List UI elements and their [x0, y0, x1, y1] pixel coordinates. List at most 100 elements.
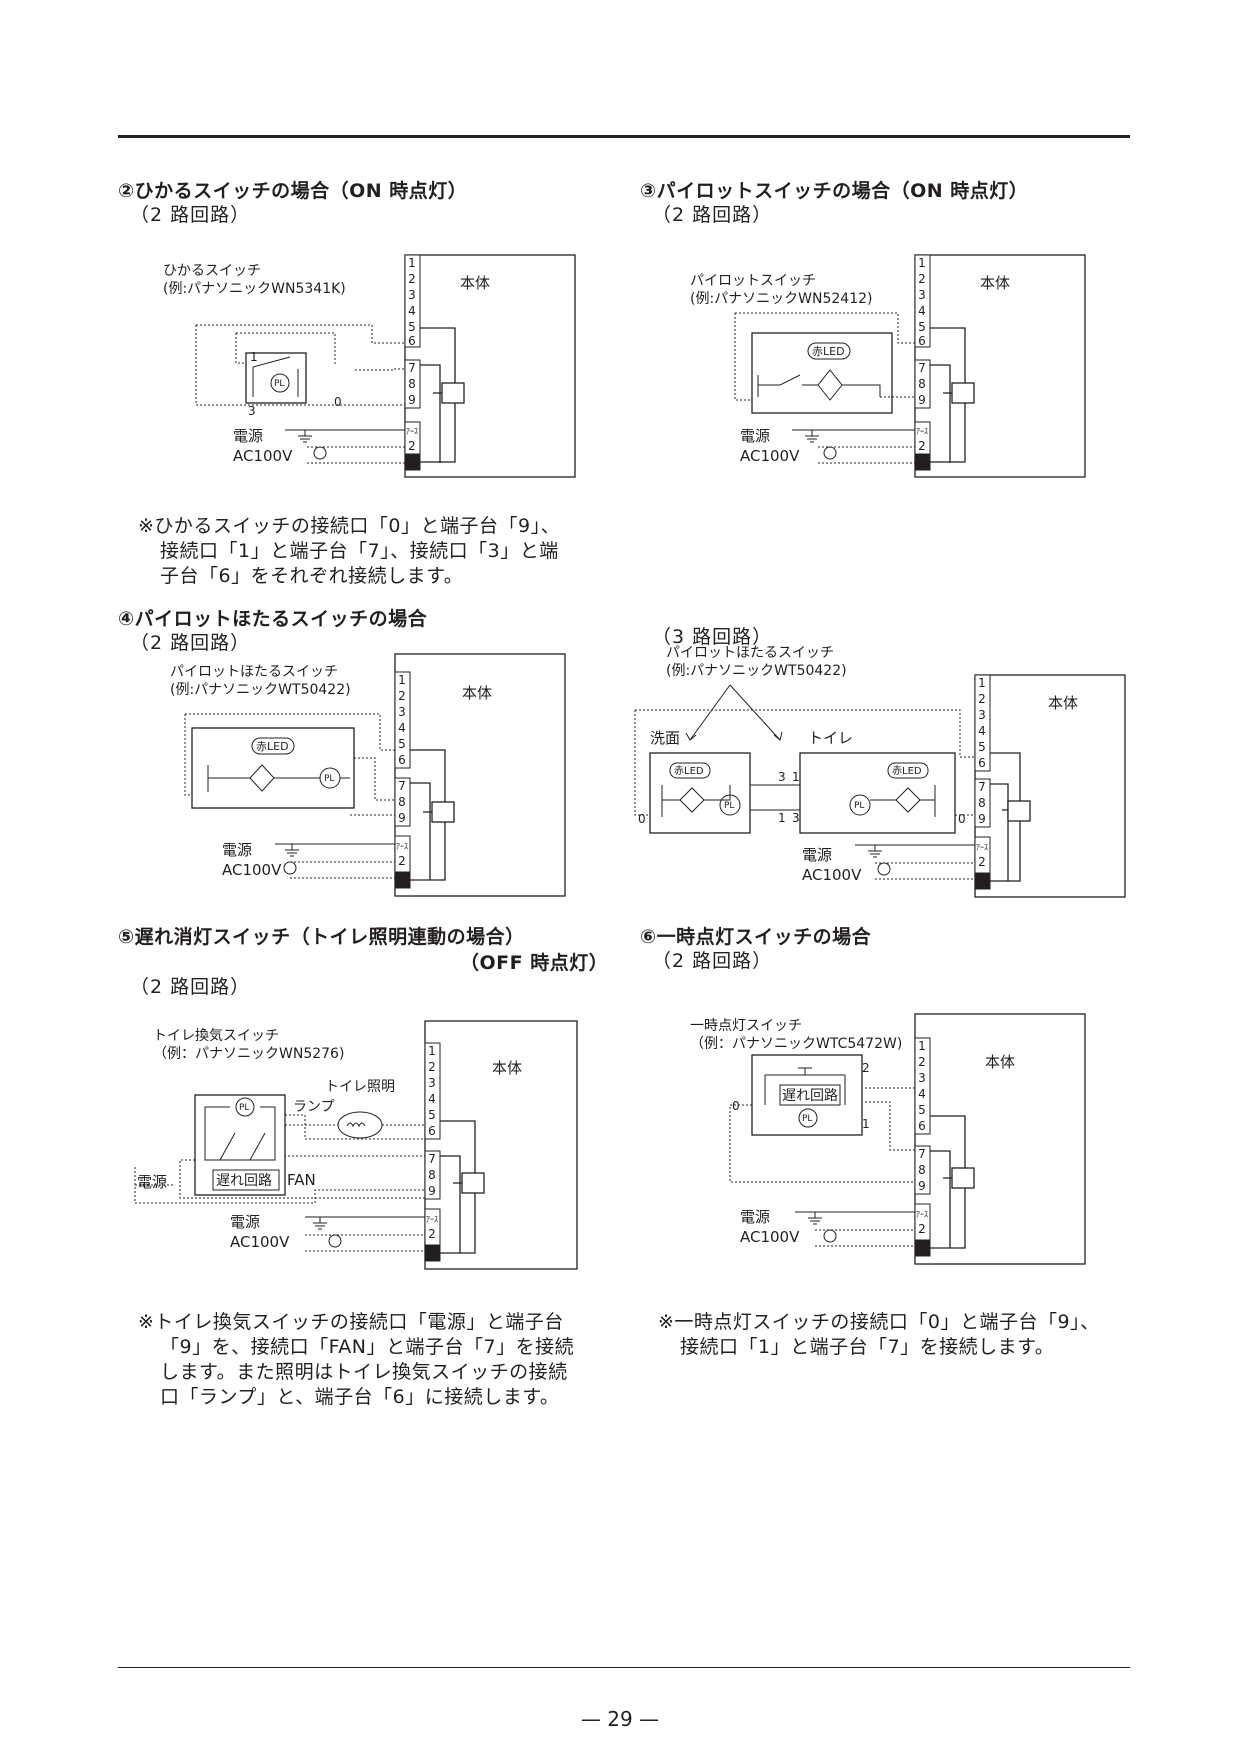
pl-lamp: PL — [854, 801, 864, 811]
fan-label: FAN — [287, 1171, 316, 1189]
terminal-5: 5 — [918, 320, 926, 334]
switch-example: (例:パナソニックWN52412) — [690, 291, 873, 307]
lamp-name: トイレ照明 — [325, 1079, 395, 1095]
terminal-6: 6 — [978, 756, 986, 770]
section-title: ②ひかるスイッチの場合（ON 時点灯） — [118, 180, 468, 202]
note-line: します。また照明はトイレ換気スイッチの接続 — [160, 1361, 568, 1383]
power-label: 電源 — [802, 846, 832, 864]
right-switch-label: トイレ — [808, 729, 853, 747]
power-label: 電源 — [233, 427, 263, 445]
terminal-b1: 1 — [978, 874, 986, 888]
page-number: — 29 — — [580, 1707, 660, 1731]
voltage-label: AC100V — [222, 861, 282, 879]
terminal-6: 6 — [398, 753, 406, 767]
terminal-b1: 1 — [918, 1241, 926, 1255]
port-0-label: 0 — [334, 395, 342, 409]
terminal-9: 9 — [918, 393, 926, 407]
terminal-8: 8 — [918, 377, 926, 391]
terminal-7: 7 — [978, 780, 986, 794]
terminal-1: 1 — [398, 673, 406, 687]
terminal-9: 9 — [428, 1184, 436, 1198]
switch-example: (例:パナソニックWT50422) — [666, 663, 847, 679]
terminal-4: 4 — [398, 721, 406, 735]
terminal-2: 2 — [918, 1055, 926, 1069]
port-label: 1 — [778, 811, 786, 825]
terminal-6: 6 — [918, 334, 926, 348]
switch-name: 一時点灯スイッチ — [690, 1018, 802, 1034]
body-label: 本体 — [985, 1053, 1015, 1071]
terminal-4: 4 — [978, 724, 986, 738]
switch-example: （例：パナソニックWN5276) — [153, 1046, 344, 1062]
note-line: 接続口「1」と端子台「7」、接続口「3」と端 — [160, 540, 559, 562]
section-title: ⑤遅れ消灯スイッチ（トイレ照明連動の場合） — [118, 926, 525, 948]
terminal-b1: 1 — [398, 873, 406, 887]
terminal-2: 2 — [398, 689, 406, 703]
terminal-b2: 2 — [398, 854, 406, 868]
terminal-earth: ｱｰｽ — [976, 843, 988, 852]
switch-name: トイレ換気スイッチ — [153, 1028, 279, 1044]
note-5: ※トイレ換気スイッチの接続口「電源」と端子台 「9」を、接続口「FAN」と端子台… — [138, 1310, 574, 1410]
top-rule — [118, 135, 1130, 138]
wiring-diagram-6: 一時点灯スイッチ （例：パナソニックWTC5472W) 1 2 3 4 5 6 … — [690, 1013, 1086, 1265]
pl-lamp: PL — [274, 379, 284, 389]
body-label: 本体 — [492, 1059, 522, 1077]
terminal-b2: 2 — [978, 855, 986, 869]
switch-power-label: 電源 — [137, 1173, 167, 1191]
switch-example: （例：パナソニックWTC5472W) — [690, 1036, 902, 1052]
terminal-7: 7 — [918, 361, 926, 375]
terminal-9: 9 — [408, 393, 416, 407]
terminal-7: 7 — [918, 1147, 926, 1161]
terminal-2: 2 — [428, 1060, 436, 1074]
section-title: ⑥一時点灯スイッチの場合 — [640, 926, 872, 948]
terminal-8: 8 — [398, 795, 406, 809]
wiring-diagram-2: ひかるスイッチ (例:パナソニックWN5341K) 1 2 3 4 5 6 7 … — [163, 254, 576, 478]
note-line: 子台「6」をそれぞれ接続します。 — [160, 565, 464, 587]
left-switch-label: 洗面 — [650, 729, 680, 747]
terminal-earth: ｱｰｽ — [396, 842, 408, 851]
section-subtitle: （2 路回路） — [652, 204, 773, 226]
terminal-4: 4 — [918, 304, 926, 318]
port-label: 0 — [958, 812, 966, 826]
section-subtitle: （3 路回路） — [652, 626, 773, 648]
terminal-2: 2 — [408, 272, 416, 286]
terminal-1: 1 — [978, 676, 986, 690]
voltage-label: AC100V — [233, 447, 293, 465]
terminal-4: 4 — [428, 1092, 436, 1106]
switch-example: (例:パナソニックWT50422) — [170, 682, 351, 698]
terminal-6: 6 — [408, 334, 416, 348]
terminal-5: 5 — [398, 737, 406, 751]
section-subtitle: （2 路回路） — [130, 976, 251, 998]
port-label: 0 — [638, 812, 646, 826]
port-2-label: 2 — [862, 1061, 870, 1075]
terminal-earth: ｱｰｽ — [916, 427, 928, 436]
port-label: 1 — [792, 770, 800, 784]
terminal-earth: ｱｰｽ — [426, 1215, 438, 1224]
pl-lamp: PL — [239, 1103, 249, 1113]
section-title: ④パイロットほたるスイッチの場合 — [118, 608, 428, 630]
terminal-8: 8 — [428, 1168, 436, 1182]
terminal-8: 8 — [408, 377, 416, 391]
led-label: 赤LED — [256, 740, 289, 753]
pl-lamp: PL — [324, 774, 334, 784]
section-subtitle: （2 路回路） — [130, 632, 251, 654]
port-0-label: 0 — [732, 1099, 740, 1113]
terminal-b1: 1 — [428, 1246, 436, 1260]
section-title-line2: （OFF 時点灯） — [460, 952, 609, 974]
terminal-9: 9 — [398, 811, 406, 825]
terminal-b2: 2 — [408, 439, 416, 453]
terminal-3: 3 — [918, 288, 926, 302]
terminal-6: 6 — [428, 1124, 436, 1138]
note-2: ※ひかるスイッチの接続口「0」と端子台「9」、 接続口「1」と端子台「7」、接続… — [138, 514, 560, 589]
voltage-label: AC100V — [740, 447, 800, 465]
pl-lamp: PL — [802, 1114, 812, 1124]
port-label: 3 — [778, 770, 786, 784]
terminal-block: 1 2 3 4 5 6 7 8 9 ｱｰｽ 2 1 本体 — [404, 254, 576, 478]
switch-name: ひかるスイッチ — [163, 263, 261, 279]
terminal-8: 8 — [978, 796, 986, 810]
terminal-7: 7 — [398, 779, 406, 793]
terminal-3: 3 — [428, 1076, 436, 1090]
terminal-7: 7 — [428, 1152, 436, 1166]
terminal-b2: 2 — [918, 1222, 926, 1236]
terminal-1: 1 — [428, 1044, 436, 1058]
terminal-9: 9 — [978, 812, 986, 826]
